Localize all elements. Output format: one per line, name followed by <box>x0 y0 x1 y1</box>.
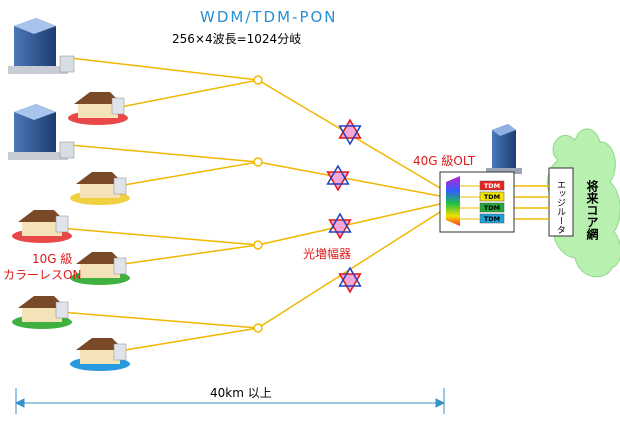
optical-amplifier-icon <box>338 266 362 294</box>
splitter-node <box>253 323 263 333</box>
splitter-node <box>253 240 263 250</box>
distance-label: 40km 以上 <box>210 386 272 400</box>
diagram-subtitle: 256×4波長=1024分岐 <box>172 32 302 46</box>
edge-router-label: エッジルータ <box>555 180 565 234</box>
tdm-label: TDM <box>484 193 500 201</box>
core-network-label: 将来コア網 <box>585 180 599 240</box>
optical-amplifier-icon <box>326 164 350 192</box>
house-icon <box>70 252 130 285</box>
wdm-filter-icon <box>446 176 460 226</box>
edge-router-box <box>548 167 574 237</box>
house-icon <box>12 296 72 329</box>
splitter-node <box>253 157 263 167</box>
tdm-label: TDM <box>484 204 500 212</box>
tdm-label: TDM <box>484 182 500 190</box>
house-icon <box>68 92 128 125</box>
olt-label: 40G 級OLT <box>413 154 476 168</box>
amplifier-label: 光増幅器 <box>303 247 352 261</box>
house-icon <box>12 210 72 243</box>
optical-amplifier-icon <box>328 212 352 240</box>
distance-arrow <box>14 388 446 414</box>
onu-label-line1: 10G 級 <box>32 252 73 266</box>
onu-label-line2: カラーレスON <box>3 268 82 282</box>
house-icon <box>70 172 130 205</box>
diagram-title: WDM/TDM-PON <box>200 8 338 26</box>
office-building-icon <box>8 104 75 160</box>
office-building-icon <box>8 18 75 74</box>
splitter-node <box>253 75 263 85</box>
olt-building-icon <box>486 124 522 174</box>
house-icon <box>70 338 130 371</box>
tdm-label: TDM <box>484 215 500 223</box>
optical-amplifier-icon <box>338 118 362 146</box>
